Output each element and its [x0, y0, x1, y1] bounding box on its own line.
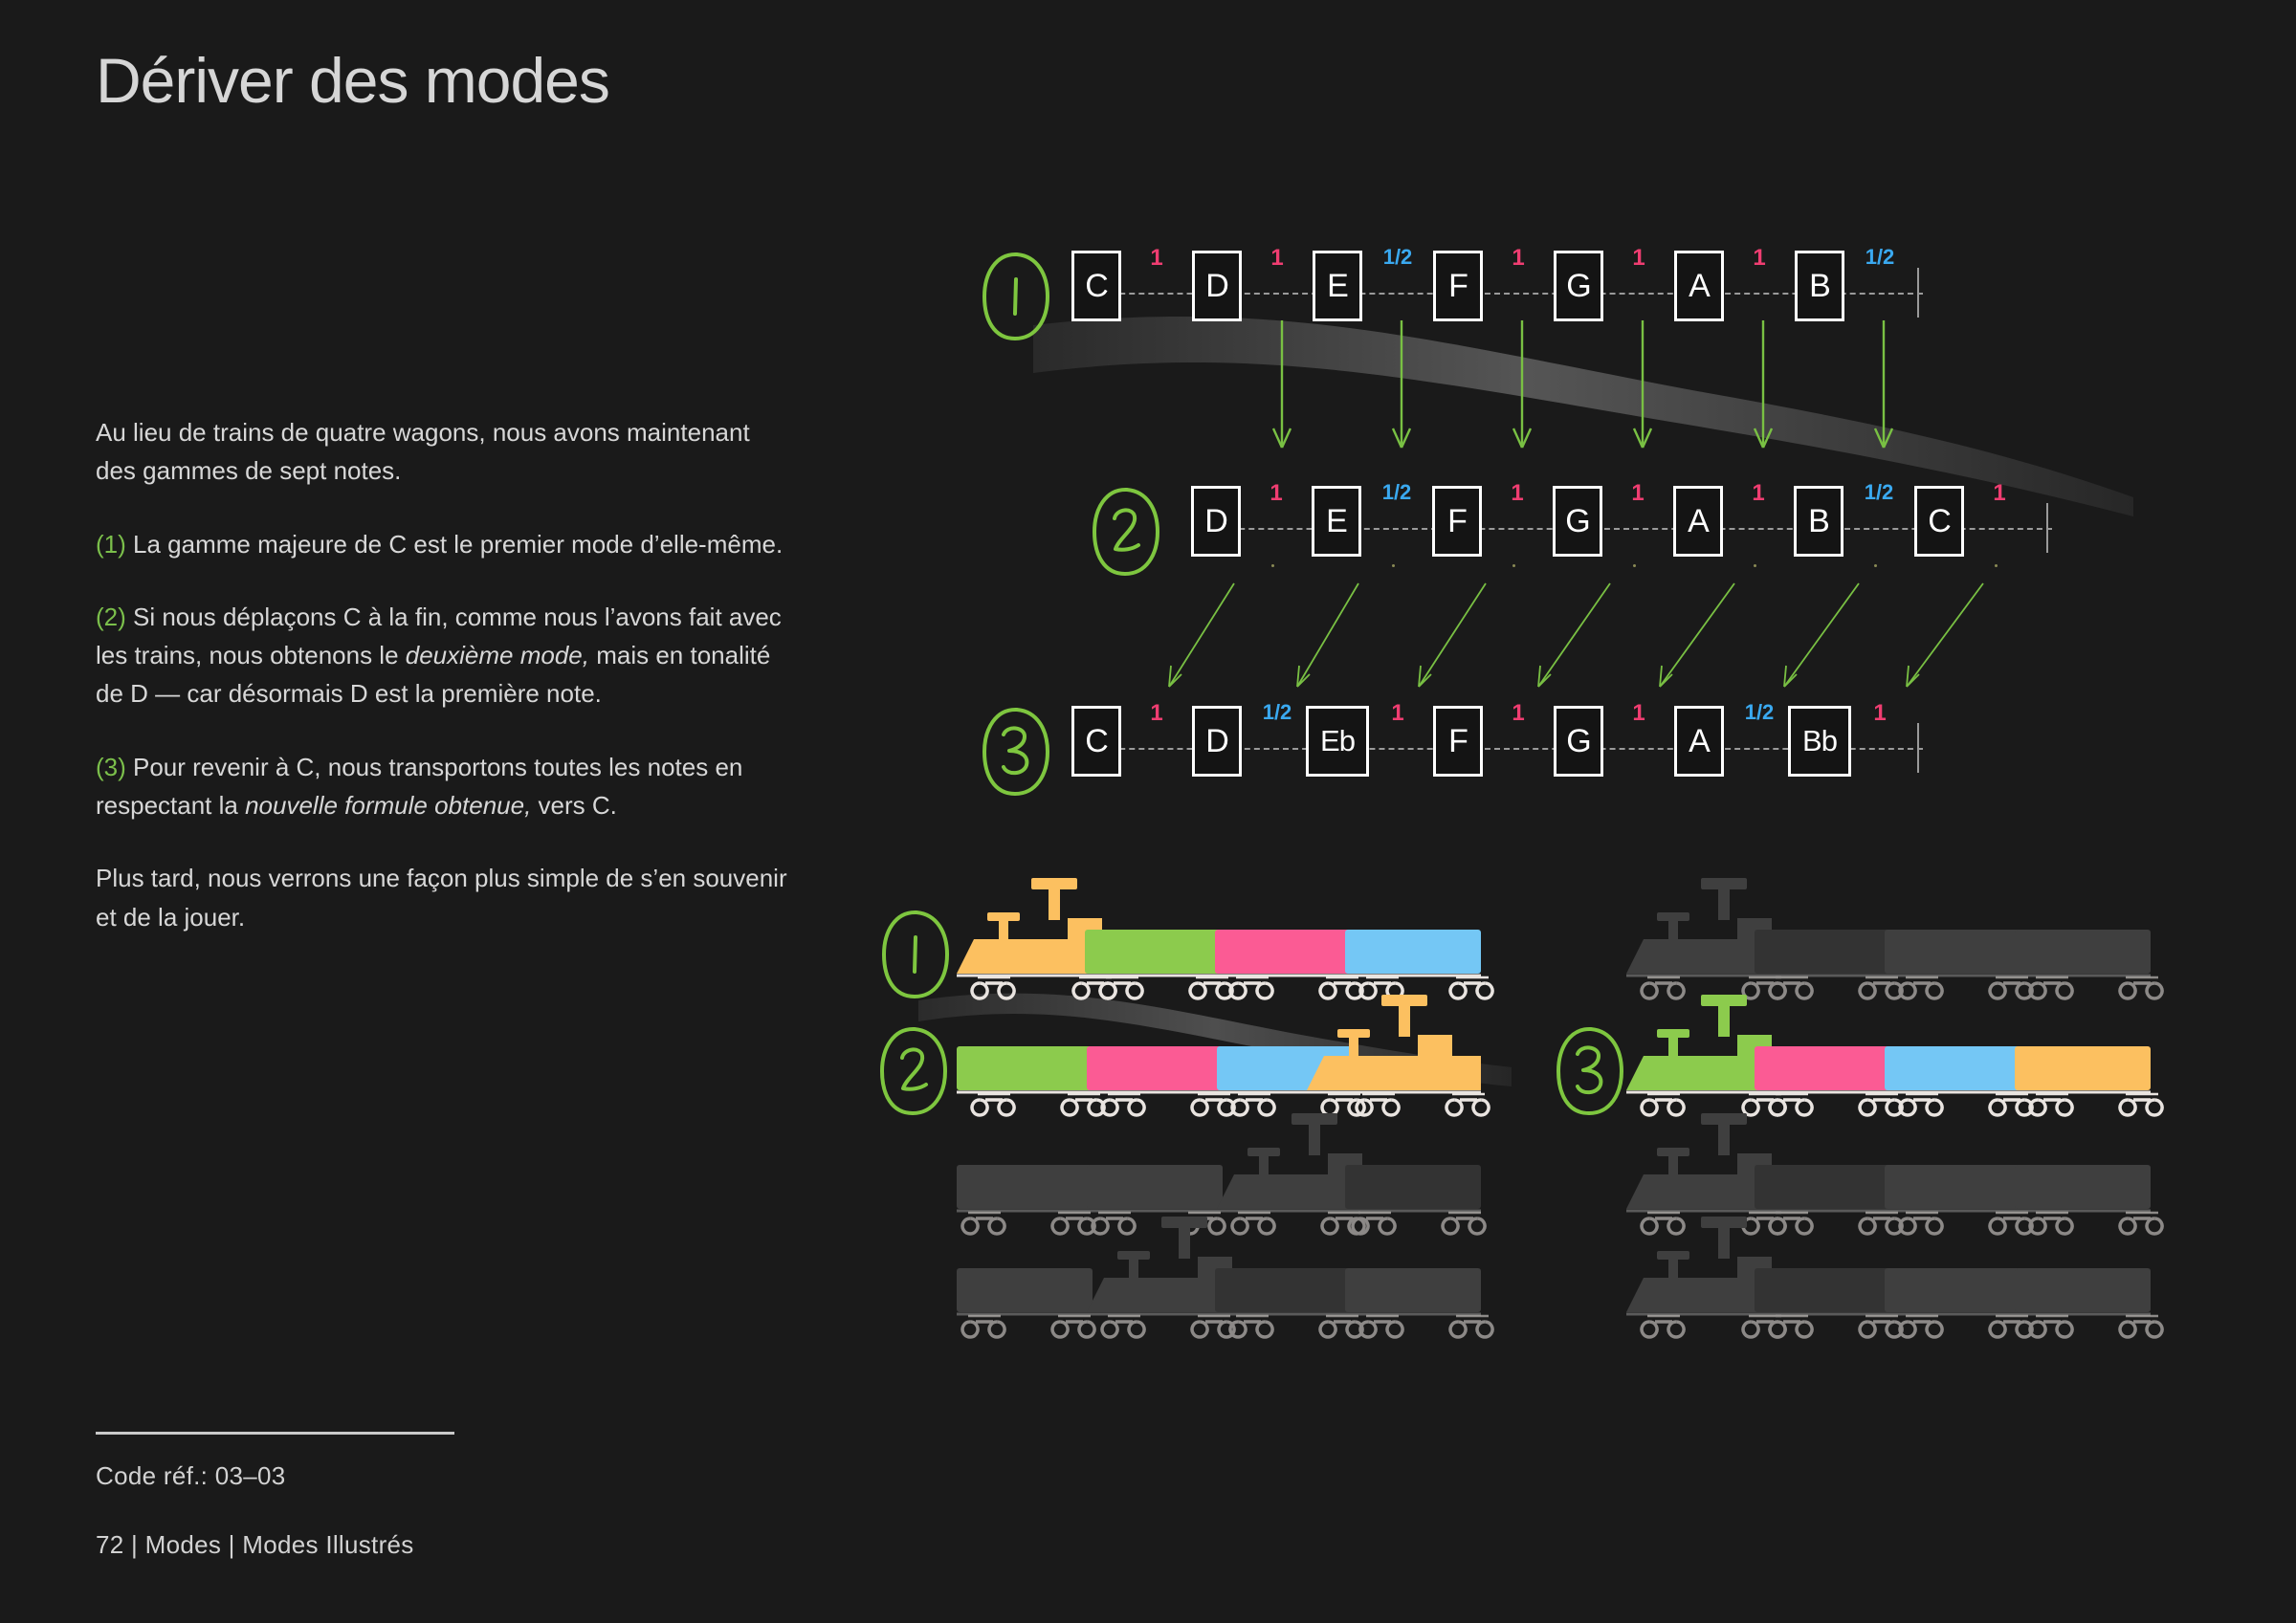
step-3-text-a: Pour revenir à C, nous transportons tout… — [96, 752, 743, 821]
note-box[interactable]: A — [1674, 706, 1724, 777]
interval-label: 1/2 — [1381, 480, 1412, 504]
note-box[interactable]: G — [1554, 706, 1603, 777]
interval-label: 1/2 — [1864, 480, 1894, 504]
interval-label: 1 — [1512, 245, 1525, 271]
interval-label: 1/2 — [1262, 700, 1292, 724]
note-box[interactable]: Bb — [1788, 706, 1851, 777]
interval-label: 1 — [1150, 700, 1163, 726]
note-box[interactable]: D — [1191, 486, 1241, 557]
step-1-number: (1) — [96, 529, 126, 559]
interval-label: 1 — [1632, 700, 1645, 726]
interval-label: 1 — [1391, 700, 1404, 726]
swoosh-ribbon-trains — [918, 993, 1512, 1086]
step-3-text-b: vers C. — [531, 791, 617, 821]
step-2-text-a: Si nous déplaçons C à la fin, comme nous… — [96, 602, 782, 670]
train-row-1-left[interactable] — [957, 878, 1494, 1000]
marker-circle-train-1 — [880, 909, 951, 1000]
interval-label: 1 — [1873, 700, 1887, 726]
interval-label: 1 — [1150, 245, 1163, 271]
train-row-3-right-ghost — [1626, 1113, 2164, 1236]
scale-end-tick — [1917, 723, 1919, 773]
note-box[interactable]: A — [1673, 486, 1723, 557]
interval-label: 1 — [1753, 245, 1766, 271]
note-box[interactable]: B — [1795, 251, 1844, 321]
scale-end-tick — [1917, 268, 1919, 318]
code-reference: Code réf.: 03–03 — [96, 1461, 286, 1490]
interval-label: 1/2 — [1744, 700, 1775, 724]
train-row-4-left-ghost — [957, 1217, 1494, 1339]
body-copy: Au lieu de trains de quatre wagons, nous… — [96, 413, 794, 971]
note-box[interactable]: C — [1914, 486, 1964, 557]
step-1-text: La gamme majeure de C est le premier mod… — [125, 529, 784, 559]
note-box[interactable]: F — [1433, 706, 1483, 777]
interval-label: 1 — [1632, 245, 1645, 271]
note-box[interactable]: F — [1432, 486, 1482, 557]
step-2-text-b: mais en tonalité de D — car désormais D … — [96, 641, 771, 709]
scale-row-1: C 1 D 1 E 1/2 F 1 G 1 A 1 B 1/2 — [1071, 245, 1932, 337]
step-2-number: (2) — [96, 602, 126, 631]
scale-row-3: C 1 D 1/2 Eb 1 F 1 G 1 A 1/2 Bb 1 — [1071, 700, 1932, 792]
train-row-1-right-ghost — [1626, 878, 2164, 1000]
step-3-number: (3) — [96, 752, 126, 781]
train-row-4-right-ghost — [1626, 1217, 2164, 1339]
note-box[interactable]: D — [1192, 251, 1242, 321]
intro-text: Au lieu de trains de quatre wagons, nous… — [96, 418, 750, 486]
outro-text: Plus tard, nous verrons une façon plus s… — [96, 864, 787, 932]
interval-label: 1 — [1270, 245, 1284, 271]
paragraph-2: (2) Si nous déplaçons C à la fin, comme … — [96, 598, 794, 713]
note-box[interactable]: B — [1794, 486, 1843, 557]
arrow-down-group — [1271, 320, 1894, 449]
note-box[interactable]: Eb — [1306, 706, 1369, 777]
scale-end-tick — [2046, 503, 2048, 553]
interval-label: 1 — [1512, 700, 1525, 726]
note-box[interactable]: A — [1674, 251, 1724, 321]
interval-label: 1 — [1269, 480, 1283, 506]
step-3-emphasis: nouvelle formule obtenue, — [245, 791, 532, 821]
scale-row-2: D 1 E 1/2 F 1 G 1 A 1 B 1/2 C 1 — [1191, 480, 2062, 572]
note-box[interactable]: F — [1433, 251, 1483, 321]
marker-circle-1 — [981, 251, 1051, 342]
step-2-emphasis: deuxième mode, — [405, 641, 589, 670]
marker-circle-3 — [981, 706, 1051, 798]
interval-label: 1 — [1993, 480, 2006, 506]
interval-label: 1 — [1752, 480, 1765, 506]
footer-divider — [96, 1432, 454, 1435]
note-box[interactable]: C — [1071, 706, 1121, 777]
interval-label: 1/2 — [1865, 245, 1895, 269]
note-box[interactable]: G — [1554, 251, 1603, 321]
page-footer-label: 72 | Modes | Modes Illustrés — [96, 1530, 414, 1559]
paragraph-intro: Au lieu de trains de quatre wagons, nous… — [96, 413, 794, 491]
train-row-2-right[interactable] — [1626, 995, 2164, 1117]
marker-circle-2 — [1091, 486, 1161, 578]
swoosh-ribbon-top — [1033, 316, 2133, 516]
paragraph-1: (1) La gamme majeure de C est le premier… — [96, 525, 794, 563]
paragraph-3: (3) Pour revenir à C, nous transportons … — [96, 748, 794, 825]
paragraph-outro: Plus tard, nous verrons une façon plus s… — [96, 859, 794, 936]
interval-label: 1 — [1631, 480, 1645, 506]
note-box[interactable]: D — [1192, 706, 1242, 777]
marker-circle-train-2 — [878, 1025, 949, 1117]
note-box[interactable]: E — [1313, 251, 1362, 321]
arrow-diagonal-group — [1168, 582, 1984, 688]
note-box[interactable]: G — [1553, 486, 1602, 557]
interval-label: 1/2 — [1382, 245, 1413, 269]
train-row-2-left[interactable] — [957, 995, 1490, 1117]
interval-label: 1 — [1511, 480, 1524, 506]
marker-circle-train-3 — [1555, 1025, 1625, 1117]
note-box[interactable]: C — [1071, 251, 1121, 321]
train-row-3-left-ghost — [957, 1113, 1487, 1236]
page-title: Dériver des modes — [96, 45, 610, 116]
note-box[interactable]: E — [1312, 486, 1361, 557]
